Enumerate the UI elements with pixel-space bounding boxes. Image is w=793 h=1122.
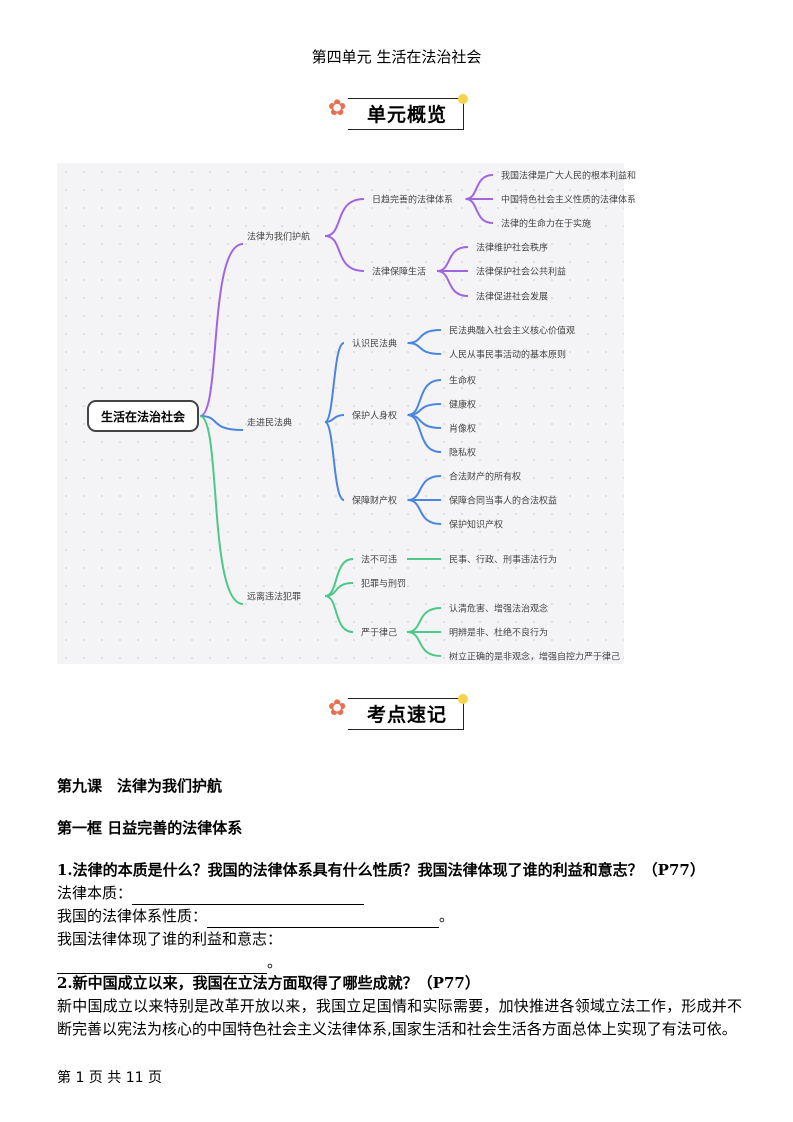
mind-map-leaf: 树立正确的是非观念，增强自控力严于律己 bbox=[449, 652, 621, 663]
mind-map-leaf: 民法典融入社会主义核心价值观 bbox=[449, 326, 576, 337]
mind-map-leaf: 我国法律是广大人民的根本利益和 bbox=[501, 171, 637, 182]
overview-badge: ✿ 单元概览 bbox=[328, 94, 468, 134]
answer-line-1: 法律本质： bbox=[57, 882, 365, 905]
mind-map-root: 生活在法治社会 bbox=[87, 400, 199, 432]
leaf-connector bbox=[406, 631, 442, 657]
leaf-connector bbox=[407, 475, 442, 501]
question-1: 1.法律的本质是什么？我国的法律体系具有什么性质？我国法律体现了谁的利益和意志？… bbox=[57, 861, 705, 879]
sub-branch-connector bbox=[324, 558, 354, 597]
mind-map-connectors bbox=[199, 174, 494, 657]
unit-title: 第四单元 生活在法治社会 bbox=[311, 48, 482, 66]
leaf-connector bbox=[465, 174, 494, 200]
mind-map-leaf: 明辨是非、杜绝不良行为 bbox=[449, 628, 549, 639]
blank-field[interactable] bbox=[132, 888, 365, 905]
flower-icon: ✿ bbox=[328, 96, 347, 121]
mind-map-leaf: 法律维护社会秩序 bbox=[476, 243, 549, 254]
section-title: 第一框 日益完善的法律体系 bbox=[57, 819, 243, 837]
mind-map-topic: 法律保障生活 bbox=[372, 267, 427, 278]
leaf-connector bbox=[407, 379, 442, 416]
mind-map-topic: 日趋完善的法律体系 bbox=[372, 195, 454, 206]
page-footer: 第 1 页 共 11 页 bbox=[57, 1070, 162, 1086]
mind-map-leaf: 中国特色社会主义性质的法律体系 bbox=[501, 195, 637, 206]
leaf-connector bbox=[407, 342, 442, 355]
mind-map-leaf: 人民从事民事活动的基本原则 bbox=[449, 350, 567, 361]
mind-map-leaf: 合法财产的所有权 bbox=[449, 472, 522, 483]
mind-map-branch: 走进民法典 bbox=[247, 418, 293, 429]
mind-map-leaf: 肖像权 bbox=[449, 424, 477, 435]
mind-map-branch: 远离违法犯罪 bbox=[247, 592, 302, 603]
sub-branch-connector bbox=[324, 414, 345, 423]
sub-branch-connector bbox=[324, 342, 345, 423]
mind-map-topic: 法不可违 bbox=[361, 555, 398, 566]
dot-decoration bbox=[458, 694, 468, 704]
branch-connector bbox=[199, 243, 244, 417]
label: 法律本质： bbox=[57, 884, 133, 902]
sub-branch-connector bbox=[324, 235, 365, 272]
keypoints-badge: ✿ 考点速记 bbox=[328, 694, 468, 734]
answer-2: 新中国成立以来特别是改革开放以来，我国立足国情和实际需要，加快推进各领域立法工作… bbox=[57, 997, 742, 1038]
mind-map-leaf: 法律的生命力在于实施 bbox=[501, 219, 592, 230]
leaf-connector bbox=[406, 607, 442, 633]
sub-branch-connector bbox=[324, 595, 354, 633]
flower-icon: ✿ bbox=[328, 696, 347, 721]
lesson-title: 第九课 法律为我们护航 bbox=[57, 777, 223, 795]
mind-map-leaf: 保障合同当事人的合法权益 bbox=[449, 496, 558, 507]
blank-field[interactable] bbox=[57, 957, 267, 974]
mind-map-leaf: 法律促进社会发展 bbox=[476, 292, 549, 303]
leaf-connector bbox=[407, 499, 442, 525]
period: 。 bbox=[439, 907, 455, 925]
branch-connector bbox=[199, 415, 244, 605]
mind-map-leaf: 认清危害、增强法治观念 bbox=[449, 604, 549, 615]
leaf-connector bbox=[407, 414, 442, 453]
answer-line-2: 我国的法律体系性质： 。 bbox=[57, 905, 454, 928]
answer-line-4: 。 bbox=[57, 951, 282, 974]
mind-map: 生活在法治社会 法律为我们护航 日趋完善的法律体系 我国法律是广大人民的根本利益和中… bbox=[57, 163, 636, 664]
period: 。 bbox=[267, 953, 283, 971]
leaf-connector bbox=[436, 246, 469, 272]
sub-branch-connector bbox=[324, 198, 365, 237]
mind-map-branch: 法律为我们护航 bbox=[247, 232, 311, 243]
sub-branch-connector bbox=[324, 421, 345, 501]
answer-line-3: 我国法律体现了谁的利益和意志： bbox=[57, 930, 283, 948]
mind-map-leaf: 民事、行政、刑事违法行为 bbox=[449, 555, 558, 566]
mind-map-leaf: 生命权 bbox=[449, 376, 477, 387]
leaf-connector bbox=[407, 329, 442, 344]
mind-map-topic: 保护人身权 bbox=[352, 411, 398, 422]
mind-map-leaf: 隐私权 bbox=[449, 448, 477, 459]
mind-map-topic: 认识民法典 bbox=[352, 339, 398, 350]
blank-field[interactable] bbox=[207, 911, 440, 928]
mind-map-leaf: 保护知识产权 bbox=[449, 520, 504, 531]
keypoints-label: 考点速记 bbox=[366, 704, 447, 726]
mind-map-leaf: 法律保护社会公共利益 bbox=[476, 267, 567, 278]
overview-label: 单元概览 bbox=[366, 104, 447, 126]
branch-connector bbox=[199, 415, 244, 431]
mind-map-topic: 犯罪与刑罚 bbox=[361, 579, 407, 590]
leaf-connector bbox=[436, 270, 469, 297]
mind-map-leaf: 健康权 bbox=[449, 400, 477, 411]
dot-decoration bbox=[458, 94, 468, 104]
mind-map-topic: 保障财产权 bbox=[352, 496, 398, 507]
question-2: 2.新中国成立以来，我国在立法方面取得了哪些成就？（P77） bbox=[57, 974, 480, 992]
mind-map-topic: 严于律己 bbox=[361, 628, 398, 639]
label: 我国的法律体系性质： bbox=[57, 907, 208, 925]
leaf-connector bbox=[465, 198, 494, 224]
